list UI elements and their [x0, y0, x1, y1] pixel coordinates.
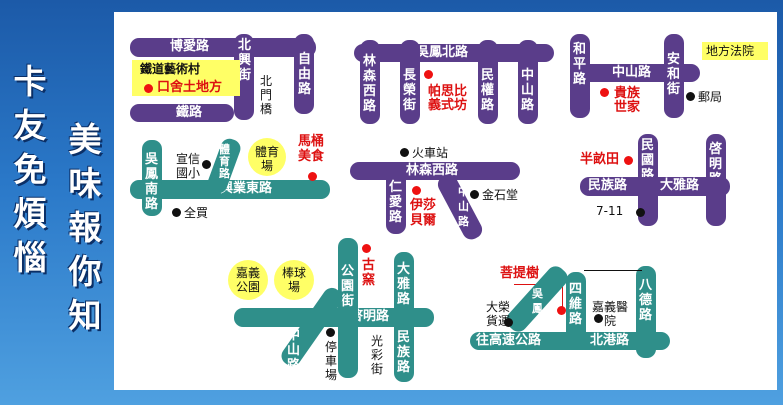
- parking-dot: [326, 328, 335, 337]
- road-gonghuan: [338, 238, 358, 378]
- label-hospital: 嘉義醫院: [591, 300, 628, 328]
- label-jinshi: 金石堂: [482, 188, 519, 202]
- shop-dot-2: [424, 70, 433, 79]
- restaurant-dot: [144, 84, 153, 93]
- road-changrong: [400, 40, 420, 124]
- label-badu: 八德路: [638, 278, 652, 323]
- label-wufeng-s: 吳鳳南路: [144, 152, 158, 212]
- label-shop-3: 貴族: [614, 86, 641, 101]
- gym-circle: [248, 138, 286, 176]
- label-restaurant: 口舍土地方: [157, 80, 223, 95]
- court-box: [702, 42, 768, 60]
- road-anhe: [664, 34, 684, 118]
- shop-dot-5: [412, 186, 421, 195]
- post-dot: [686, 92, 695, 101]
- label-qiming-7: 啓明路: [350, 309, 390, 324]
- label-shop-5: 伊莎貝爾: [410, 198, 437, 228]
- quanmai-dot: [172, 208, 181, 217]
- label-xuanxin: 宣信國小: [175, 152, 200, 180]
- road-zhongshan-2: [518, 40, 538, 124]
- dajing-dot: [504, 318, 513, 327]
- label-post: 郵局: [698, 90, 723, 104]
- side-title-right: 美味報你知: [68, 120, 102, 335]
- label-gonghuan: 公園街: [340, 264, 354, 309]
- road-rail: [130, 104, 234, 122]
- label-shop-6: 半畝田: [580, 152, 620, 167]
- shop-dot-3: [600, 88, 609, 97]
- label-quanmai: 全買: [184, 206, 209, 220]
- shop-dot-8: [557, 306, 566, 315]
- road-ziyou: [294, 34, 314, 114]
- label-beiqiao-a: 北門橋: [259, 74, 272, 116]
- label-museum: 鐵道藝術村: [140, 62, 201, 76]
- label-beigang: 北港路: [590, 333, 630, 348]
- label-boai: 博愛路: [170, 39, 210, 54]
- label-park: 嘉義公園: [235, 266, 260, 294]
- label-shop-7: 古窯: [362, 258, 376, 288]
- label-beixing: 北興街: [237, 38, 251, 83]
- label-shop-3b: 世家: [614, 100, 641, 115]
- label-zhongshan-5: 中山路: [458, 185, 469, 228]
- shop-dot-7: [362, 244, 371, 253]
- label-zhongshan-3: 中山路: [612, 65, 652, 80]
- road-siwei: [566, 272, 586, 350]
- label-guangcai: 光彩街: [370, 334, 383, 376]
- label-rail: 鐵路: [176, 105, 203, 120]
- label-zhongshan-7: 中山路: [286, 328, 300, 373]
- label-anhe: 安和街: [666, 52, 680, 97]
- label-tiyu: 體育路: [219, 143, 230, 180]
- label-parking: 停車場: [324, 340, 337, 382]
- station-dot: [400, 148, 409, 157]
- label-minquan: 民權路: [480, 68, 494, 113]
- label-heping: 和平路: [572, 42, 586, 87]
- label-restaurant-4: 馬桶美食: [298, 134, 325, 164]
- road-renai: [386, 162, 406, 234]
- label-shop-2b: 義式坊: [428, 98, 468, 113]
- label-xingye-e: 興業東路: [220, 181, 273, 196]
- road-highway: [470, 332, 670, 350]
- hospital-line: [584, 270, 642, 271]
- road-xingye-e: [130, 180, 330, 199]
- label-linsen-w: 林森西路: [362, 54, 376, 114]
- label-siwei: 四維路: [568, 282, 582, 327]
- label-renai: 仁愛路: [388, 180, 402, 225]
- shop-dot-6: [624, 156, 633, 165]
- restaurant-dot-4: [308, 172, 317, 181]
- label-minzu-6: 民族路: [588, 178, 628, 193]
- label-gym: 體育場: [254, 145, 279, 173]
- road-qiming-7: [234, 308, 434, 327]
- label-minzu-7: 民族路: [396, 330, 410, 375]
- road-linsen-w: [360, 40, 380, 124]
- label-wufeng-n: 吳鳳北路: [416, 45, 469, 60]
- road-minquan: [478, 40, 498, 124]
- label-shop-2: 帕思比: [428, 84, 468, 99]
- road-wufeng-s: [142, 140, 162, 216]
- baseball-circle: [274, 260, 314, 300]
- jinshi-dot: [470, 190, 479, 199]
- label-dajing: 大榮貨運: [485, 300, 510, 328]
- label-daya-7: 大雅路: [396, 262, 410, 307]
- label-court: 地方法院: [706, 44, 755, 58]
- seven-dot: [636, 208, 645, 217]
- road-heping: [570, 34, 590, 118]
- road-minzu-6: [580, 177, 730, 196]
- maps-panel: 博愛路 北興街 自由路 北門橋 鐵道藝術村 口舍土地方 鐵路 吳鳳北路 林森西路…: [114, 12, 777, 390]
- label-ziyou: 自由路: [297, 52, 311, 97]
- road-boai: [130, 38, 316, 57]
- road-beixing: [234, 34, 254, 120]
- label-changrong: 長榮街: [402, 68, 416, 113]
- road-daya-7: [394, 252, 414, 382]
- label-daya-6: 大雅路: [660, 178, 700, 193]
- label-station: 火車站: [412, 146, 449, 160]
- xuanxin-dot: [202, 160, 211, 169]
- label-shop-8: 菩提樹: [500, 266, 540, 281]
- label-zhongshan-2: 中山路: [520, 68, 534, 113]
- label-seven: 7-11: [596, 204, 624, 218]
- label-highway: 往高速公路: [476, 333, 542, 348]
- side-title-left: 卡友免煩惱: [13, 62, 47, 277]
- label-baseball: 棒球場: [281, 266, 306, 294]
- hospital-dot: [594, 314, 603, 323]
- park-circle: [228, 260, 268, 300]
